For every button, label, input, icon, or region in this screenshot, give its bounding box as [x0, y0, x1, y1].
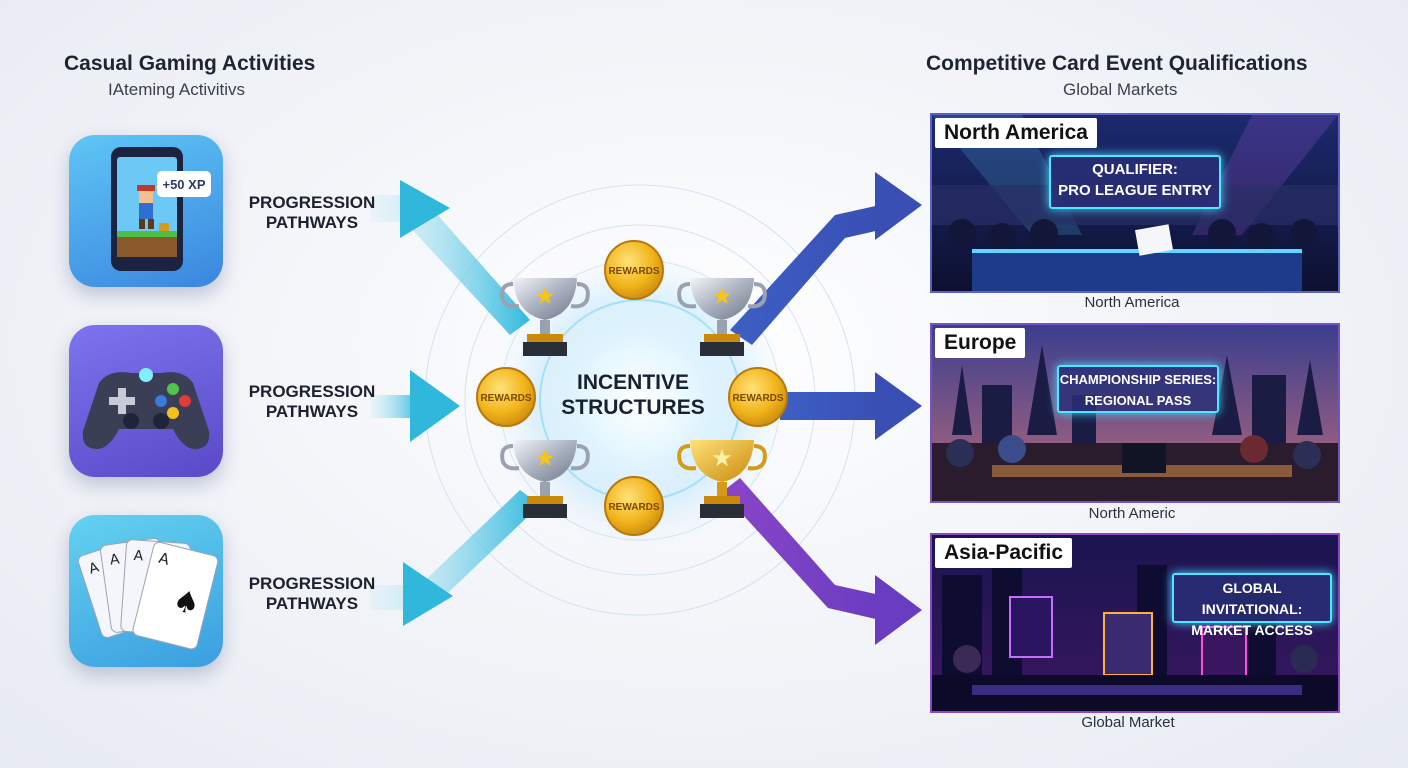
reward-coin-bottom: REWARDS — [605, 477, 663, 535]
panel-caption-3: Global Market — [1028, 714, 1228, 731]
hub-label-line2: STRUCTURES — [548, 395, 718, 420]
panel-caption-2: North Americ — [1032, 505, 1232, 522]
banner-line2: MARKET ACCESS — [1174, 620, 1330, 641]
svg-text:★: ★ — [711, 282, 733, 310]
region-label-europe: Europe — [935, 328, 1025, 358]
svg-text:★: ★ — [534, 444, 556, 472]
trophy-icon-top-right: ★ — [679, 278, 765, 356]
coin-label: REWARDS — [732, 393, 783, 404]
trophy-icon-top-left: ★ — [502, 278, 588, 356]
panel-caption-1: North America — [1032, 294, 1232, 311]
banner-line1: GLOBAL INVITATIONAL: — [1174, 578, 1330, 620]
svg-text:★: ★ — [711, 444, 733, 472]
reward-coin-right: REWARDS — [729, 368, 787, 426]
incentive-structures-hub: INCENTIVE STRUCTURES — [548, 370, 718, 420]
hub-label-line1: INCENTIVE — [548, 370, 718, 395]
asia-pacific-panel: Asia-Pacific GLOBAL INVITATIONAL: MARKET… — [930, 533, 1340, 713]
europe-panel: Europe CHAMPIONSHIP SERIES: REGIONAL PAS… — [930, 323, 1340, 503]
trophy-icon-bottom-left: ★ — [502, 440, 588, 518]
north-america-panel: North America QUALIFIER: PRO LEAGUE ENTR… — [930, 113, 1340, 293]
coin-label: REWARDS — [608, 502, 659, 513]
banner-line1: QUALIFIER: — [1051, 159, 1219, 180]
svg-text:★: ★ — [534, 282, 556, 310]
invitational-banner: GLOBAL INVITATIONAL: MARKET ACCESS — [1172, 573, 1332, 623]
region-label-north-america: North America — [935, 118, 1097, 148]
qualifier-banner: QUALIFIER: PRO LEAGUE ENTRY — [1049, 155, 1221, 209]
banner-line2: PRO LEAGUE ENTRY — [1051, 180, 1219, 201]
banner-line2: REGIONAL PASS — [1059, 390, 1217, 411]
coin-label: REWARDS — [608, 266, 659, 277]
championship-banner: CHAMPIONSHIP SERIES: REGIONAL PASS — [1057, 365, 1219, 413]
region-label-asia-pacific: Asia-Pacific — [935, 538, 1072, 568]
reward-coin-left: REWARDS — [477, 368, 535, 426]
banner-line1: CHAMPIONSHIP SERIES: — [1059, 369, 1217, 390]
coin-label: REWARDS — [480, 393, 531, 404]
reward-coin-top: REWARDS — [605, 241, 663, 299]
trophy-icon-bottom-right: ★ — [679, 440, 765, 518]
